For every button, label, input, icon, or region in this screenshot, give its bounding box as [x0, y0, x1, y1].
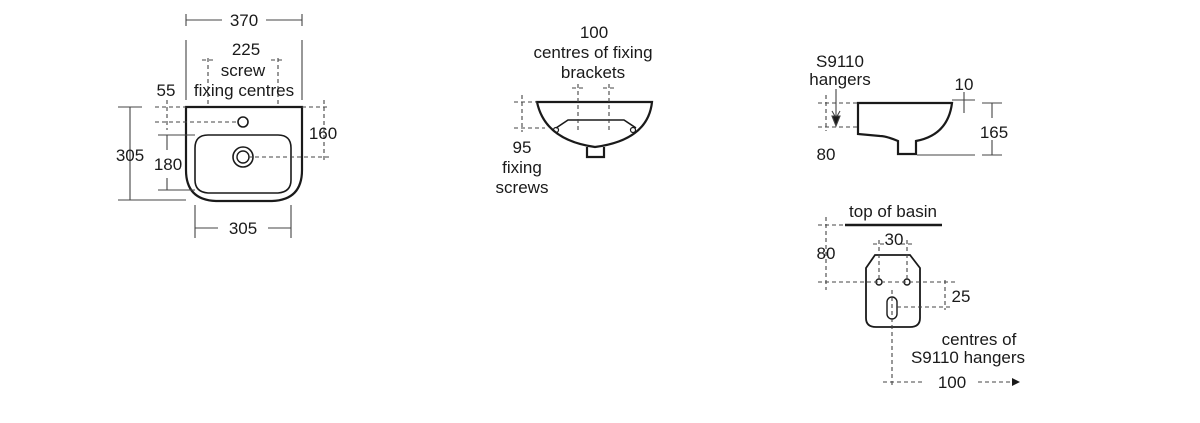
basin-outline [184, 105, 304, 203]
dim-rim: 10 [955, 75, 974, 94]
dim-bowl-depth: 180 [154, 155, 182, 174]
centres-label-1: centres of [942, 330, 1017, 349]
dim-waste-height: 160 [309, 124, 337, 143]
fixing-centres-label: fixing centres [194, 81, 294, 100]
dim-centres-value: 100 [938, 373, 966, 392]
dim-screw-centres: 225 [232, 40, 260, 59]
dim-hanger-drop: 80 [817, 145, 836, 164]
screw-label-1: fixing [502, 158, 542, 177]
tap-hole [237, 116, 249, 128]
dim-slot-offset: 25 [952, 287, 971, 306]
bowl-outline [194, 134, 292, 194]
bracket-label-2: brackets [561, 63, 625, 82]
rear-outline [535, 100, 654, 149]
dim-tap-offset: 55 [157, 81, 176, 100]
dim-bowl-width: 305 [229, 219, 257, 238]
rear-view: 100 centres of fixing brackets 95 fixing… [496, 23, 654, 197]
waste-outer [232, 146, 254, 168]
dim-height: 165 [980, 123, 1008, 142]
dim-screw-height: 95 [513, 138, 532, 157]
hanger-label-2: hangers [809, 70, 870, 89]
dim-hole-spacing: 30 [885, 230, 904, 249]
centres-label-2: S9110 hangers [911, 348, 1025, 367]
hanger-plate [865, 254, 921, 328]
bracket-label-1: centres of fixing [533, 43, 652, 62]
side-outline [856, 101, 954, 156]
screw-label-2: screws [496, 178, 549, 197]
dim-drop: 80 [817, 244, 836, 263]
dim-bracket-centres: 100 [580, 23, 608, 42]
top-of-basin-label: top of basin [849, 202, 937, 221]
hanger-label-1: S9110 [816, 52, 864, 71]
hanger-detail: top of basin 30 80 25 centres of S9110 h… [817, 202, 1025, 392]
dim-overall-depth: 305 [116, 146, 144, 165]
front-view: 370 225 screw fixing centres 55 160 305 … [116, 11, 337, 238]
dim-overall-width: 370 [230, 11, 258, 30]
screw-label: screw [221, 61, 266, 80]
side-view: S9110 hangers 10 165 80 [809, 52, 1008, 164]
waste-inner [236, 150, 250, 164]
